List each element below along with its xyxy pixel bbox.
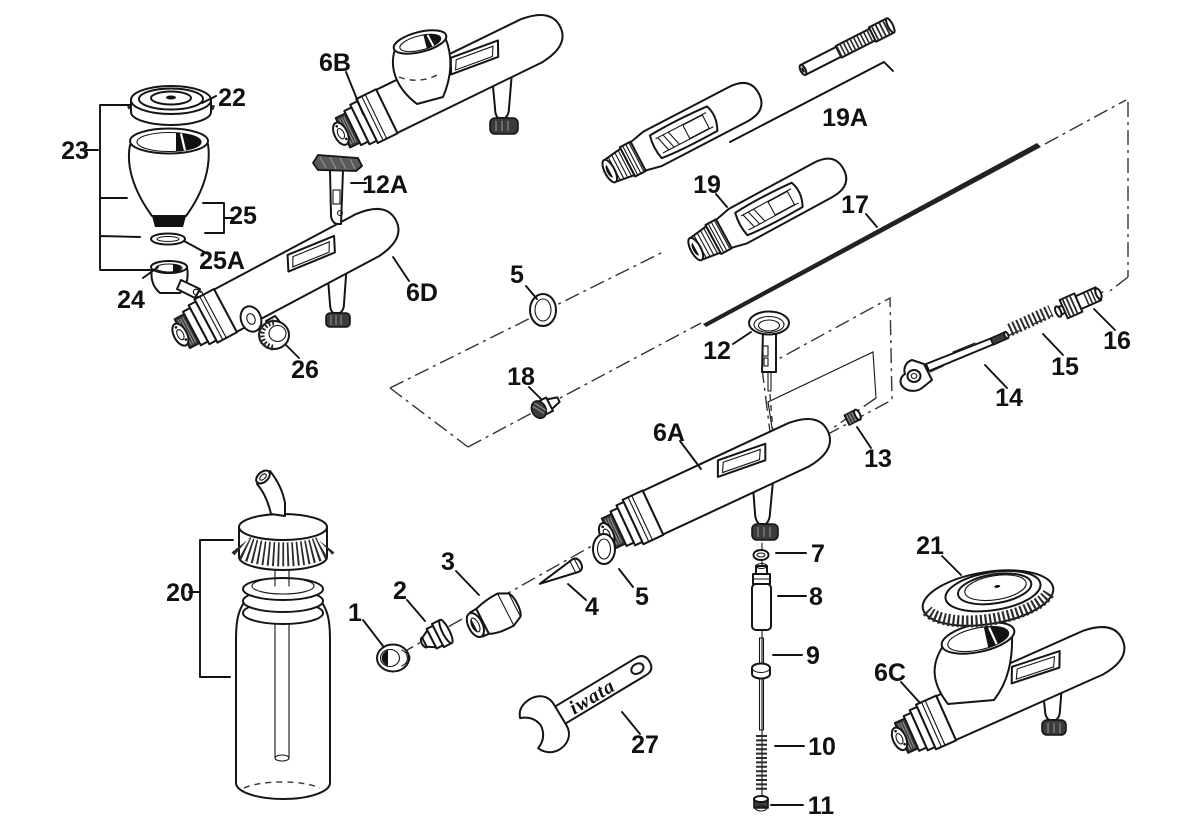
part-1-aircap-ring <box>376 643 411 673</box>
stem-foot <box>751 523 779 541</box>
part-11-valve-screw <box>753 795 769 812</box>
part-label-20: 20 <box>166 579 194 607</box>
part-label-3: 3 <box>441 548 455 576</box>
part-label-25A: 25A <box>199 247 245 275</box>
part-2-nozzle-cap <box>419 618 454 650</box>
part-label-8: 8 <box>809 583 823 611</box>
part-25A-oring-inner <box>156 235 180 243</box>
axis-connector <box>389 387 469 448</box>
part-label-13: 13 <box>864 445 892 473</box>
axis-line-right <box>1044 99 1129 292</box>
part-6D-body <box>162 197 409 361</box>
leader-lines <box>85 61 1116 806</box>
side-cup <box>933 621 1016 705</box>
part-16-valve-screw <box>1054 286 1103 320</box>
part-label-11: 11 <box>808 792 835 820</box>
part-label-18: 18 <box>507 363 535 391</box>
brand-text: iwata <box>565 675 619 719</box>
bottle-bottom-hidden-edge <box>243 781 321 789</box>
part-5-front-oring <box>592 533 616 565</box>
part-6C-body <box>882 616 1134 765</box>
trigger-group-box-inner <box>767 351 877 429</box>
part-20-bottle <box>231 469 335 800</box>
part-label-6A: 6A <box>653 419 685 447</box>
part-label-6C: 6C <box>874 659 906 687</box>
part-label-17: 17 <box>841 191 869 219</box>
part-13-set-screw <box>843 408 862 426</box>
stem-foot <box>325 312 351 328</box>
part-label-2: 2 <box>393 577 407 605</box>
bottle-spout <box>255 469 286 517</box>
side-flange <box>239 305 263 333</box>
part-19-handle <box>681 150 854 270</box>
part-6B-body <box>323 3 572 160</box>
part-label-19A: 19A <box>822 104 868 132</box>
part-22-lid <box>127 85 215 126</box>
axis-line-rear <box>389 250 666 389</box>
stem-foot <box>489 117 519 135</box>
part-label-9: 9 <box>806 642 820 670</box>
part-12A-lever <box>312 154 363 225</box>
part-label-12A: 12A <box>362 171 408 199</box>
gravity-cup <box>391 29 452 105</box>
part-25A-oring <box>150 232 186 246</box>
part-19A-handle <box>595 75 769 192</box>
part-label-25: 25 <box>229 202 257 230</box>
axis-line-screw13 <box>832 397 877 429</box>
part-5-rear-oring <box>529 293 557 327</box>
part-4-needle-cone <box>538 557 583 585</box>
part-label-26: 26 <box>291 356 319 384</box>
construction-lines <box>185 99 1129 800</box>
part-label-5-front: 5 <box>635 583 649 611</box>
part-label-1: 1 <box>348 599 362 627</box>
part-12-trigger <box>748 310 790 392</box>
part-6A-body <box>589 407 840 561</box>
part-label-23: 23 <box>61 137 89 165</box>
part-24-small-cup <box>150 260 204 299</box>
trigger-group-box-outer <box>761 296 893 451</box>
part-18-nozzle <box>530 396 561 420</box>
part-26-cover-cap <box>258 315 290 351</box>
part-label-5-rear: 5 <box>510 261 524 289</box>
part-label-6B: 6B <box>319 49 351 77</box>
part-3-aircap-body <box>465 592 522 638</box>
part-label-27: 27 <box>631 731 659 759</box>
part-label-15: 15 <box>1051 353 1079 381</box>
part-19A-adjust-screw <box>798 17 896 76</box>
part-label-21: 21 <box>916 532 944 560</box>
part-label-10: 10 <box>808 733 836 761</box>
part-label-7: 7 <box>811 540 825 568</box>
part-15-spring <box>1007 305 1054 336</box>
part-21-lid <box>921 569 1056 628</box>
part-8-air-valve <box>751 562 772 631</box>
part-9-valve-piston <box>751 637 771 731</box>
part-label-12: 12 <box>703 337 731 365</box>
part-label-22: 22 <box>218 84 246 112</box>
part-14-rod <box>899 330 1010 392</box>
part-label-24: 24 <box>117 286 145 314</box>
part-label-16: 16 <box>1103 327 1131 355</box>
part-label-19: 19 <box>693 171 721 199</box>
part-17-needle <box>703 143 1041 327</box>
part-label-6D: 6D <box>406 279 438 307</box>
bottle-cap <box>231 513 335 571</box>
part-label-14: 14 <box>995 384 1023 412</box>
part-23-cup <box>127 127 210 227</box>
part-7-oring <box>752 549 770 561</box>
part-label-4: 4 <box>585 593 599 621</box>
